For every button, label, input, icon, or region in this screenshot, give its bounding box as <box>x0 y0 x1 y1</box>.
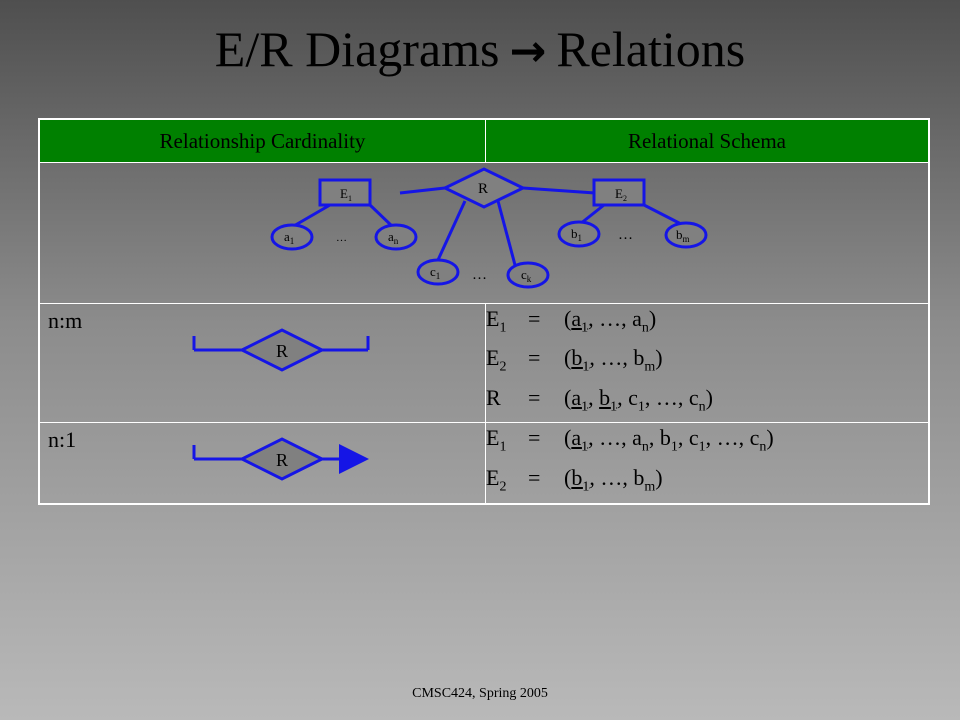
page-title: E/R Diagrams→Relations <box>0 14 960 87</box>
cardinality-cell: n:1 R <box>38 422 486 505</box>
ellipsis-c: … <box>472 267 487 283</box>
schema-cell: E1=(a1, …, an, b1, c1, …, cn) E2=(b1, …,… <box>485 422 930 505</box>
ellipsis-b: … <box>618 227 633 243</box>
schema-line-e2: E2=(b1, …, bm) <box>486 345 663 375</box>
attr-a1 <box>270 223 314 251</box>
schema-rhs: (a1, b1, c1, …, cn) <box>564 384 713 415</box>
attr-b1 <box>557 220 601 248</box>
table-header-row: Relationship Cardinality Relational Sche… <box>38 118 930 163</box>
attr-c1 <box>416 258 460 286</box>
cardinality-label: n:1 <box>48 427 77 453</box>
edge-r-ck <box>496 200 517 266</box>
relationship-diamond <box>238 328 326 372</box>
schema-cell: E1=(a1, …, an) E2=(b1, …, bm) R=(a1, b1,… <box>485 302 930 424</box>
diagram-row: E1 E2 R a1 an b1 bm c1 ck … … … <box>38 162 930 304</box>
relationship-r-diamond <box>441 167 527 209</box>
attr-an-label: an <box>388 229 399 246</box>
attr-c1-label: c1 <box>430 264 440 281</box>
attr-ck <box>506 261 550 289</box>
attr-an <box>374 223 418 251</box>
ellipsis-a: … <box>336 232 347 244</box>
attr-b1-label: b1 <box>571 226 582 243</box>
edge-r-e2 <box>522 186 596 195</box>
attr-bm <box>664 221 708 249</box>
edge-e1-a1 <box>291 203 331 229</box>
footer: CMSC424, Spring 2005 <box>412 686 548 701</box>
schema-line-e1: E1=(a1, …, an, b1, c1, …, cn) <box>486 425 774 455</box>
edge-e1-an <box>368 203 395 229</box>
entity-e2 <box>592 178 646 207</box>
arrow-right-icon: → <box>509 26 547 77</box>
table-row-n-1: n:1 R <box>38 422 930 505</box>
relationship-symbol-n-m: R <box>192 328 370 372</box>
attr-bm-label: bm <box>676 227 690 244</box>
schema-rhs: (a1, …, an, b1, c1, …, cn) <box>564 425 774 455</box>
edge-r-c1 <box>436 200 467 261</box>
table-row-n-m: n:m R E1=(a1, …, an) E2= <box>38 302 930 424</box>
er-mapping-table: Relationship Cardinality Relational Sche… <box>38 118 930 506</box>
er-diagram-cell: E1 E2 R a1 an b1 bm c1 ck … … … <box>38 162 930 304</box>
schema-line-e2: E2=(b1, …, bm) <box>486 464 663 494</box>
cardinality-cell: n:m R <box>38 302 486 424</box>
schema-rhs: (a1, …, an) <box>564 306 657 336</box>
attr-a1-label: a1 <box>284 229 294 246</box>
schema-rhs: (b1, …, bm) <box>564 345 663 375</box>
edge-e2-b1 <box>579 203 605 226</box>
cardinality-label: n:m <box>48 308 83 333</box>
relationship-symbol-n-1: R <box>192 437 369 481</box>
relationship-label: R <box>276 450 288 470</box>
edge-e2-bm <box>643 203 684 227</box>
entity-e1-label: E1 <box>340 186 352 203</box>
title-right: Relations <box>556 21 746 77</box>
entity-e2-label: E2 <box>615 186 627 203</box>
er-diagram: E1 E2 R a1 an b1 bm c1 ck … … … <box>270 167 708 289</box>
relationship-diamond <box>238 437 326 481</box>
schema-line-e1: E1=(a1, …, an) <box>486 306 657 336</box>
header-relational-schema: Relational Schema <box>485 118 930 163</box>
header-relationship-cardinality: Relationship Cardinality <box>38 118 486 163</box>
title-left: E/R Diagrams <box>214 21 500 77</box>
schema-rhs: (b1, …, bm) <box>564 464 663 494</box>
edge-e1-r <box>399 186 446 195</box>
relationship-label: R <box>276 341 288 361</box>
relationship-r-label: R <box>478 181 488 197</box>
schema-line-r: R=(a1, b1, c1, …, cn) <box>486 384 713 415</box>
attr-ck-label: ck <box>521 267 532 284</box>
entity-e1 <box>318 178 372 207</box>
